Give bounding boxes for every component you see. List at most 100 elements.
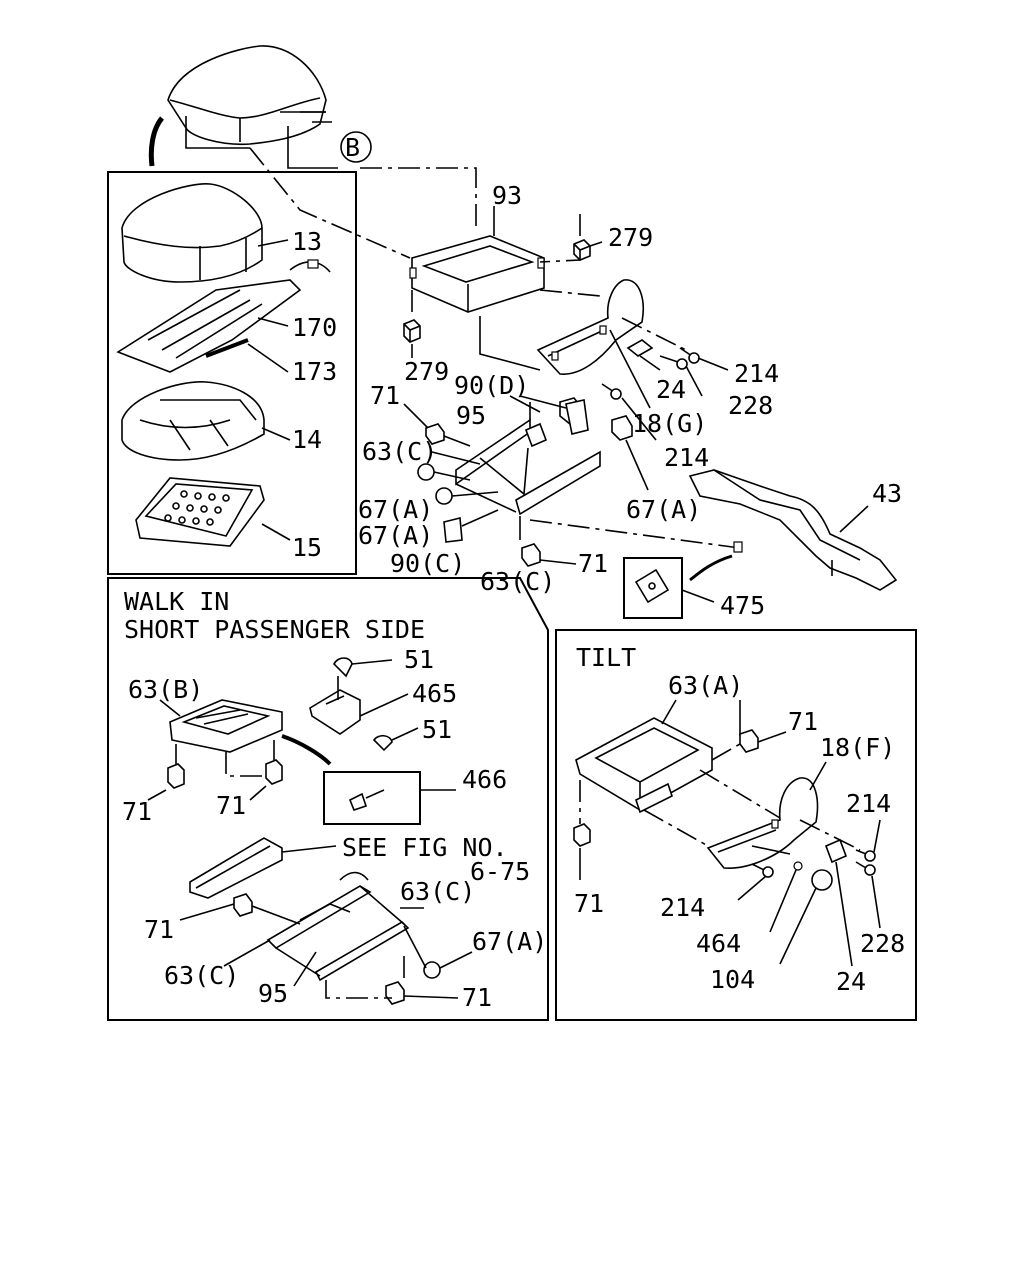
callout-67a-main-right: 67(A) xyxy=(626,495,701,524)
see-fig-number: 6-75 xyxy=(470,857,530,886)
callout-71-tilt-lower: 71 xyxy=(574,889,604,918)
callout-18g: 18(G) xyxy=(632,409,707,438)
bolt-71-walk-right xyxy=(265,759,283,785)
callout-71-walk-right: 71 xyxy=(216,791,246,820)
seat-cushion-detail-frame xyxy=(107,171,357,575)
ref-b-label: B xyxy=(345,133,360,162)
seat-cushion-top-drawing xyxy=(148,45,332,167)
callout-214-lower: 214 xyxy=(664,443,709,472)
callout-95-main: 95 xyxy=(456,401,486,430)
callout-173: 173 xyxy=(292,357,337,386)
bracket-18g xyxy=(536,279,644,375)
callout-63c-walk-upper: 63(C) xyxy=(400,877,475,906)
walk-in-section-frame xyxy=(107,577,549,1021)
callout-71-main-lower: 71 xyxy=(578,549,608,578)
callout-63a: 63(A) xyxy=(668,671,743,700)
callout-214-tilt-left: 214 xyxy=(660,893,705,922)
callout-464: 464 xyxy=(696,929,741,958)
screw-214-tilt-right xyxy=(855,849,876,862)
callout-279-upper: 279 xyxy=(608,223,653,252)
bolt-71-walk-upper xyxy=(233,893,253,917)
clip-24-top xyxy=(626,339,654,357)
slide-rail-walk-in xyxy=(266,871,410,982)
callout-90d: 90(D) xyxy=(454,371,529,400)
screw-228-tilt xyxy=(855,861,876,876)
shim-475-small xyxy=(733,541,743,553)
callout-67a-main-1: 67(A) xyxy=(358,495,433,524)
seat-frame-15 xyxy=(135,477,265,547)
tilt-section-frame xyxy=(555,629,917,1021)
callout-71-walk-lower: 71 xyxy=(462,983,492,1012)
cushion-pad-14 xyxy=(121,381,265,461)
tilt-frame-63a xyxy=(575,717,713,814)
tilt-bracket-18f xyxy=(706,777,819,869)
bolt-67a-right xyxy=(611,415,633,441)
callout-71-walk-upper: 71 xyxy=(144,915,174,944)
bracket-465 xyxy=(309,676,361,735)
callout-15: 15 xyxy=(292,533,322,562)
nut-67a-walk xyxy=(423,961,441,979)
floor-rail-43 xyxy=(688,469,898,591)
clip-90c xyxy=(443,516,463,543)
shim-475-detail xyxy=(623,557,683,619)
callout-63c-main-upper: 63(C) xyxy=(362,437,437,466)
screw-228-top xyxy=(659,355,688,370)
tilt-title: TILT xyxy=(576,643,636,672)
see-fig-note: SEE FIG NO. xyxy=(342,833,508,862)
bolt-279-lower xyxy=(403,319,421,343)
callout-63b: 63(B) xyxy=(128,675,203,704)
callout-214-top: 214 xyxy=(734,359,779,388)
callout-18f: 18(F) xyxy=(820,733,895,762)
callout-228-tilt: 228 xyxy=(860,929,905,958)
callout-71-tilt-upper: 71 xyxy=(788,707,818,736)
screw-214-tilt-left xyxy=(751,863,774,878)
callout-13: 13 xyxy=(292,227,322,256)
bolt-51-lower xyxy=(372,734,393,752)
callout-95-walk: 95 xyxy=(258,979,288,1008)
callout-93: 93 xyxy=(492,181,522,210)
rail-see-fig xyxy=(189,837,283,899)
bolt-71-tilt-upper xyxy=(739,729,759,753)
callout-214-tilt-right: 214 xyxy=(846,789,891,818)
nut-67a-1 xyxy=(417,463,435,481)
callout-90c: 90(C) xyxy=(390,549,465,578)
callout-465: 465 xyxy=(412,679,457,708)
callout-475: 475 xyxy=(720,591,765,620)
bracket-90d xyxy=(565,399,589,435)
cable-466-detail xyxy=(323,771,421,825)
callout-67a-main-2: 67(A) xyxy=(358,521,433,550)
walk-in-title: WALK IN xyxy=(124,587,229,616)
callout-24-tilt: 24 xyxy=(836,967,866,996)
callout-43: 43 xyxy=(872,479,902,508)
clip-24-tilt xyxy=(824,838,848,864)
callout-63c-main-lower: 63(C) xyxy=(480,567,555,596)
callout-51-upper: 51 xyxy=(404,645,434,674)
knob-104 xyxy=(811,869,833,891)
wire-173 xyxy=(205,338,249,358)
nut-67a-2 xyxy=(435,487,453,505)
seat-bracket-63b xyxy=(169,699,332,766)
callout-51-lower: 51 xyxy=(422,715,452,744)
seat-frame-93 xyxy=(409,235,545,313)
callout-63c-walk-lower: 63(C) xyxy=(164,961,239,990)
callout-170: 170 xyxy=(292,313,337,342)
cushion-cover-13 xyxy=(121,183,263,283)
callout-24-top: 24 xyxy=(656,375,686,404)
heater-element-170 xyxy=(116,259,331,373)
walk-in-subtitle: SHORT PASSENGER SIDE xyxy=(124,615,425,644)
callout-279-lower: 279 xyxy=(404,357,449,386)
callout-14: 14 xyxy=(292,425,322,454)
callout-71-walk-left: 71 xyxy=(122,797,152,826)
callout-67a-walk: 67(A) xyxy=(472,927,547,956)
bolt-71-walk-left xyxy=(167,763,185,789)
washer-464 xyxy=(793,861,803,871)
callout-466: 466 xyxy=(462,765,507,794)
bolt-51-upper xyxy=(333,657,353,678)
bolt-71-main-lower xyxy=(521,543,541,567)
callout-104: 104 xyxy=(710,965,755,994)
callout-71-main-top: 71 xyxy=(370,381,400,410)
bolt-279-upper xyxy=(573,239,591,261)
bolt-71-tilt-lower xyxy=(573,823,591,847)
bolt-71-main-top xyxy=(425,423,445,445)
